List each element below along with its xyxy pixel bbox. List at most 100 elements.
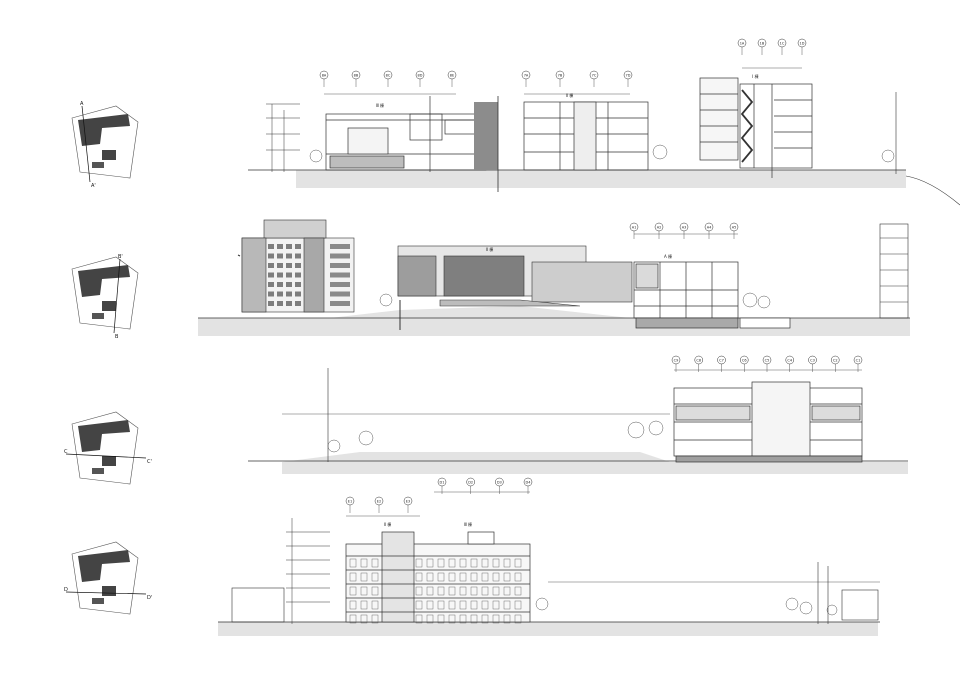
window	[470, 600, 478, 610]
window	[360, 572, 368, 582]
window	[426, 558, 434, 568]
right-edge-building	[879, 223, 909, 319]
ground	[218, 622, 878, 636]
grid-label: C1	[856, 358, 861, 362]
window	[470, 614, 478, 624]
window	[371, 586, 379, 596]
window	[349, 586, 357, 596]
window	[415, 600, 423, 610]
building-footprint	[78, 420, 130, 452]
window	[371, 572, 379, 582]
grid-label: 8C	[386, 73, 391, 77]
building-footprint	[92, 598, 104, 604]
window	[268, 282, 274, 287]
section-mark-end: A'	[91, 183, 96, 189]
key-plan: CC'	[64, 411, 152, 485]
window	[268, 263, 274, 268]
building-2-section	[523, 101, 649, 171]
window	[330, 282, 350, 287]
window	[481, 600, 489, 610]
section-cut-line	[65, 591, 147, 595]
building-1-label: Ⅰ 棟	[752, 73, 758, 79]
building-2-label: Ⅱ 棟	[486, 246, 493, 252]
ground	[198, 306, 910, 336]
window	[360, 586, 368, 596]
window	[277, 263, 283, 268]
grid-label: 1D	[800, 41, 805, 45]
window	[286, 301, 292, 306]
window	[470, 558, 478, 568]
window	[437, 600, 445, 610]
grid-label: 7B	[558, 73, 563, 77]
building-footprint	[92, 313, 104, 319]
window	[286, 263, 292, 268]
window	[330, 253, 350, 259]
section-mark-start: D	[64, 587, 68, 593]
window	[470, 572, 478, 582]
window	[371, 600, 379, 610]
grid-label: D2	[468, 480, 473, 484]
grid-label: A4	[707, 225, 712, 229]
building-1-section	[699, 77, 813, 178]
key-plans: AA'B'BCC'DD'	[64, 101, 152, 615]
grid-label: E2	[377, 499, 381, 503]
building-footprint	[102, 150, 116, 160]
window	[415, 572, 423, 582]
key-plan: DD'	[64, 541, 152, 615]
section-mark-start: C	[64, 449, 68, 455]
building-footprint	[78, 550, 130, 582]
level-markers	[266, 103, 300, 172]
window	[426, 572, 434, 582]
window	[277, 291, 283, 297]
window	[448, 572, 456, 582]
window	[286, 244, 292, 249]
window	[503, 586, 511, 596]
window	[371, 558, 379, 568]
window	[286, 291, 292, 297]
grid-label: C9	[674, 358, 679, 362]
window	[437, 586, 445, 596]
window	[481, 586, 489, 596]
window	[448, 586, 456, 596]
window	[415, 586, 423, 596]
grid-label: A5	[732, 225, 737, 229]
trees	[379, 292, 771, 309]
window	[330, 301, 350, 306]
window	[295, 253, 301, 259]
level-markers	[286, 518, 330, 624]
window	[459, 586, 467, 596]
window	[360, 614, 368, 624]
window	[349, 572, 357, 582]
window	[459, 600, 467, 610]
grid-label: 7C	[592, 73, 597, 77]
window	[277, 282, 283, 287]
grid-label: C6	[742, 358, 747, 362]
window	[492, 558, 500, 568]
window	[514, 558, 522, 568]
section-cut-line	[81, 105, 91, 183]
building-2-label: Ⅱ 棟	[566, 92, 573, 98]
window	[514, 614, 522, 624]
grid-label: 8B	[354, 73, 359, 77]
building-3-label: Ⅲ 棟	[376, 102, 384, 108]
window	[330, 272, 350, 278]
grid-label: A1	[632, 225, 637, 229]
window	[481, 614, 489, 624]
window	[514, 572, 522, 582]
window	[514, 586, 522, 596]
grid-label: 7A	[524, 73, 529, 77]
key-plan: AA'	[71, 101, 139, 189]
grid-label: E1	[348, 499, 352, 503]
building-3-section	[325, 96, 487, 172]
window	[470, 586, 478, 596]
grid-label: C7	[719, 358, 724, 362]
window	[295, 263, 301, 268]
window	[503, 558, 511, 568]
window	[349, 600, 357, 610]
grid-label: C2	[833, 358, 838, 362]
